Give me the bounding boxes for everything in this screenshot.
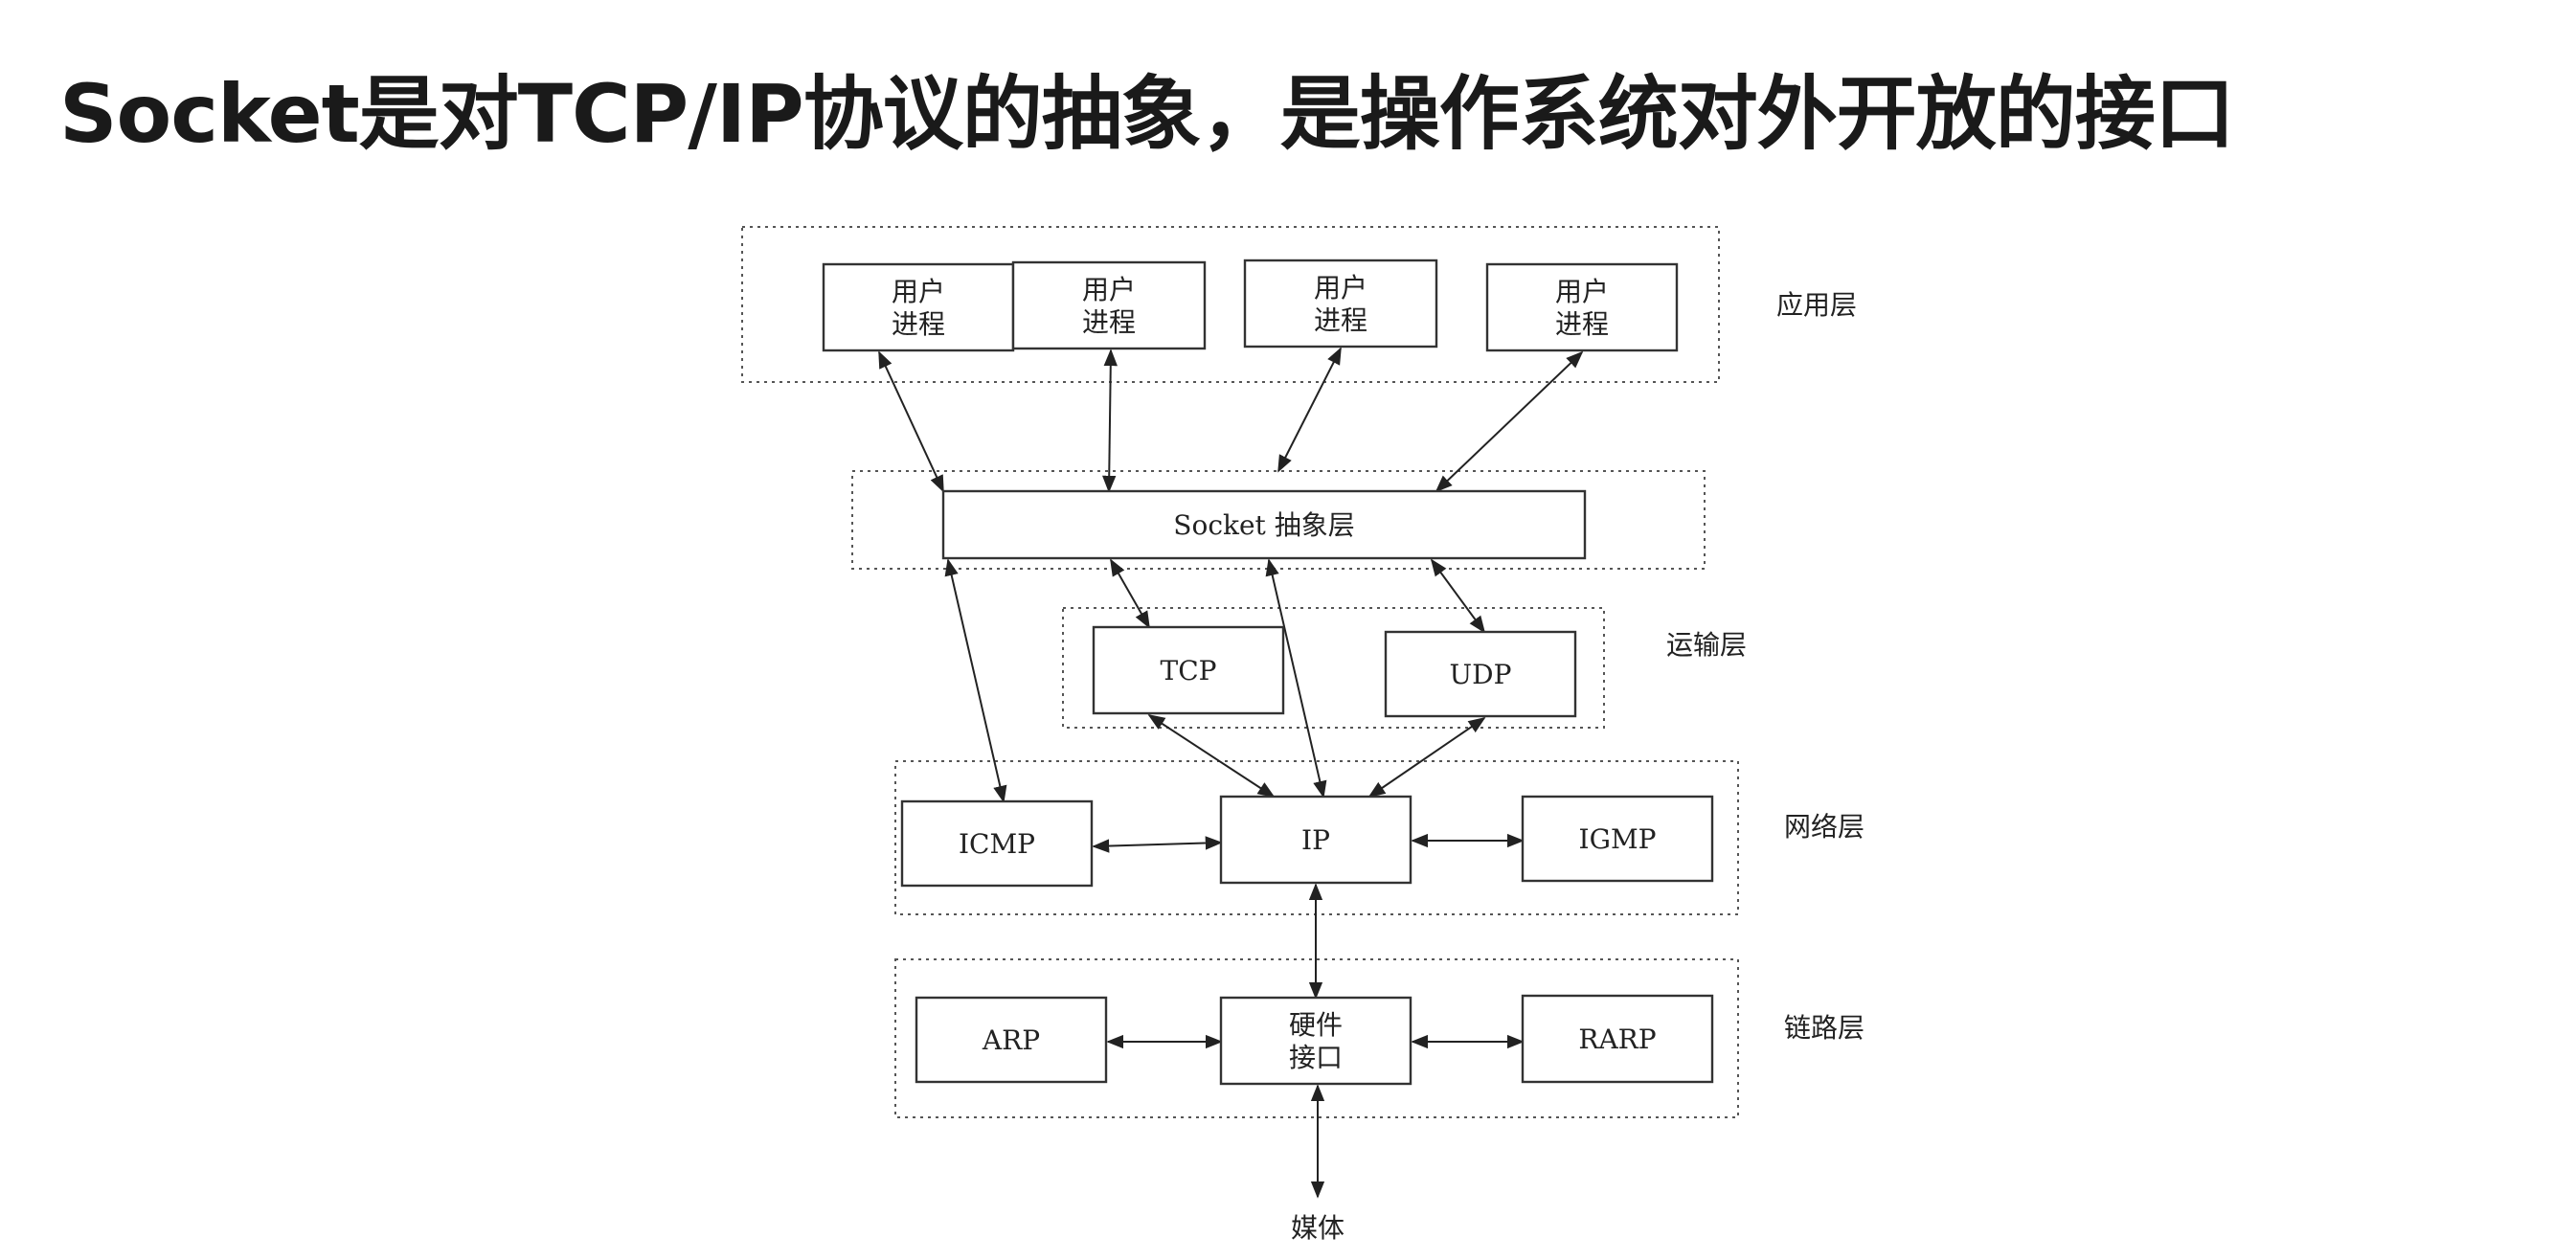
layer-label-link: 链路层 bbox=[1784, 1012, 1864, 1044]
transport-layer-frame bbox=[1062, 607, 1605, 729]
node-ip: IP bbox=[1219, 795, 1412, 885]
node-label: 用户进程 bbox=[892, 276, 945, 340]
node-label: UDP bbox=[1450, 659, 1512, 690]
node-label: TCP bbox=[1161, 655, 1217, 686]
edge-user-process-1-socket bbox=[878, 350, 944, 493]
node-label: 用户进程 bbox=[1314, 272, 1367, 336]
edge-user-process-3-socket bbox=[1277, 347, 1342, 473]
layer-label-network: 网络层 bbox=[1784, 811, 1864, 843]
node-label: 硬件接口 bbox=[1289, 1009, 1343, 1073]
edge-socket-ip bbox=[1265, 558, 1327, 799]
node-label: Socket 抽象层 bbox=[1173, 509, 1354, 541]
node-label: 用户进程 bbox=[1555, 276, 1609, 340]
node-label: 媒体 bbox=[1291, 1212, 1344, 1244]
node-rarp: RARP bbox=[1521, 994, 1714, 1084]
edge-group bbox=[878, 347, 1584, 1199]
edge-user-process-4-socket bbox=[1435, 350, 1584, 493]
node-label: IGMP bbox=[1579, 823, 1657, 855]
edge-socket-tcp bbox=[1110, 558, 1150, 629]
edge-socket-icmp bbox=[944, 558, 1007, 803]
node-icmp: ICMP bbox=[900, 799, 1094, 888]
node-arp: ARP bbox=[915, 996, 1108, 1084]
node-igmp: IGMP bbox=[1521, 795, 1714, 883]
edge-socket-udp bbox=[1430, 558, 1486, 634]
edge-tcp-ip bbox=[1147, 714, 1276, 798]
node-tcp: TCP bbox=[1092, 625, 1285, 715]
edge-udp-ip bbox=[1367, 716, 1486, 799]
node-user-process-3: 用户进程 bbox=[1243, 259, 1438, 349]
application-layer-frame bbox=[741, 226, 1720, 383]
node-label: ICMP bbox=[959, 828, 1035, 860]
node-label: 用户进程 bbox=[1082, 274, 1136, 338]
layer-label-application: 应用层 bbox=[1776, 289, 1857, 321]
node-label: ARP bbox=[982, 1024, 1040, 1056]
node-socket: Socket 抽象层 bbox=[941, 489, 1587, 560]
node-hardware-interface: 硬件接口 bbox=[1219, 996, 1412, 1086]
node-media: 媒体 bbox=[1291, 1212, 1344, 1244]
node-user-process-1: 用户进程 bbox=[822, 262, 1015, 352]
layer-label-transport: 运输层 bbox=[1666, 629, 1747, 661]
node-user-process-4: 用户进程 bbox=[1485, 262, 1679, 352]
node-udp: UDP bbox=[1384, 630, 1577, 718]
node-label: RARP bbox=[1578, 1024, 1656, 1055]
page-title: Socket是对TCP/IP协议的抽象，是操作系统对外开放的接口 bbox=[59, 67, 2235, 161]
edge-icmp-ip bbox=[1092, 836, 1223, 853]
node-label: IP bbox=[1301, 824, 1330, 856]
edge-user-process-2-socket bbox=[1102, 349, 1118, 493]
node-user-process-2: 用户进程 bbox=[1011, 260, 1207, 350]
